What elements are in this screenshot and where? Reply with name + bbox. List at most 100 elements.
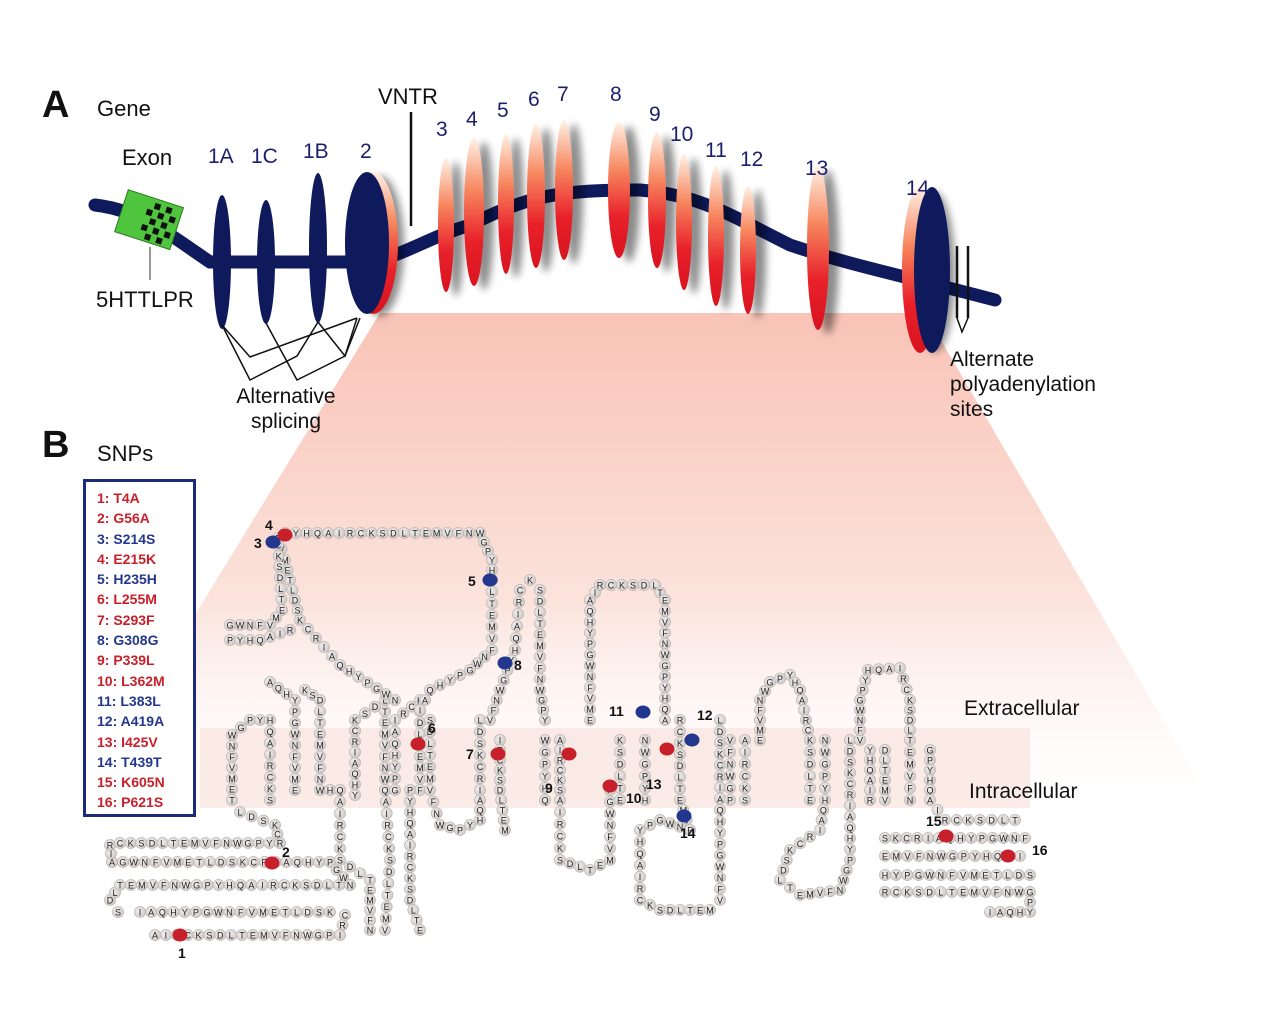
exon-8 [608,122,630,258]
residue: I [1014,850,1026,862]
residue: E [486,609,498,621]
residue-letter: N [938,871,945,881]
residue: P [976,832,988,844]
residue: A [326,650,338,662]
residue-letter: V [267,621,273,631]
residue-letter: M [536,641,544,651]
residue-letter: H [170,908,177,918]
residue-letter: N [662,639,669,649]
residue-letter: C [358,529,365,539]
residue: I [334,929,346,941]
residue-letter: F [489,646,495,656]
residue: V [659,615,671,628]
residue-letter: A [325,529,331,539]
residue-letter: K [327,908,333,918]
legend-item-snp-6: 6: L255M [97,591,157,608]
residue-letter: F [857,726,863,736]
residue-letter: F [257,621,263,631]
residue-letter: Q [336,661,343,671]
residue-letter: T [412,529,418,539]
residue: L [774,874,786,886]
exon-label-12: 12 [740,148,764,171]
residue: W [1012,886,1025,898]
residue-letter: G [373,684,380,694]
residue: K [644,899,656,911]
residue: I [334,807,346,820]
residue-letter: D [988,816,995,826]
residue-letter: D [149,839,156,849]
residue: Y [234,634,246,646]
residue-letter: D [107,896,114,906]
residue: D [804,758,816,770]
residue: R [739,758,751,770]
residue-letter: Y [257,716,263,726]
residue-letter: Y [1027,908,1033,918]
residue-letter: K [893,834,899,844]
residue: N [290,929,303,941]
residue-letter: N [226,908,233,918]
residue-letter: T [382,707,388,717]
residue: Q [864,764,876,776]
residue: D [383,865,396,878]
residue-letter: S [742,796,748,806]
residue-letter: A [152,931,158,941]
residue-letter: R [339,921,346,931]
residue: I [512,608,524,620]
residue: I [333,527,346,539]
residue: H [844,832,856,845]
residue: L [204,856,216,868]
residue-letter: S [784,856,790,866]
panel-b-letter: B [42,424,70,466]
residue-letter: A [283,858,289,868]
snp-number-5: 5 [468,573,476,589]
residue: V [979,886,992,898]
residue-letter: R [847,790,854,800]
legend-item-snp-1: 1: T4A [97,490,140,506]
residue-letter: H [303,529,310,539]
polya-label-line1: Alternate [950,348,1035,371]
residue-letter: S [557,856,563,866]
residue: V [957,869,969,881]
residue: D [215,856,227,868]
residue-letter: A [329,652,335,662]
residue-letter: N [927,852,934,862]
residue-letter: L [411,906,416,916]
residue-letter: D [292,596,299,606]
residue: H [389,749,401,761]
polya-label-line2: polyadenylation [950,373,1096,396]
residue-letter: D [217,931,224,941]
residue: Q [334,659,346,671]
residue-letter: K [787,846,793,856]
residue-letter: D [477,727,484,737]
residue-letter: N [172,881,179,891]
residue-letter: S [537,586,543,596]
residue: W [659,648,671,661]
residue: Y [352,670,365,683]
residue-letter: E [181,839,187,849]
residue: N [138,856,151,868]
residue: M [314,739,326,751]
residue-letter: E [292,786,298,796]
exon-12 [740,186,756,314]
residue: G [604,795,616,808]
residue: Y [584,626,596,639]
residue-letter: S [138,839,144,849]
residue-letter: P [542,760,548,770]
residue-letter: N [367,926,374,936]
residue-letter: H [226,881,233,891]
residue-letter: S [630,581,636,591]
residue-letter: E [317,729,323,739]
residue: E [794,889,806,901]
residue: A [245,879,258,891]
snp-number-6: 6 [428,720,436,736]
residue: Q [634,847,646,860]
residue: S [554,784,566,796]
residue: Y [444,674,456,686]
residue: Y [639,782,651,794]
residue: K [365,527,378,539]
residue-letter: C [677,727,684,737]
residue: C [382,830,395,843]
residue-letter: Y [293,529,299,539]
residue: Y [263,837,276,849]
residue: N [289,739,301,751]
